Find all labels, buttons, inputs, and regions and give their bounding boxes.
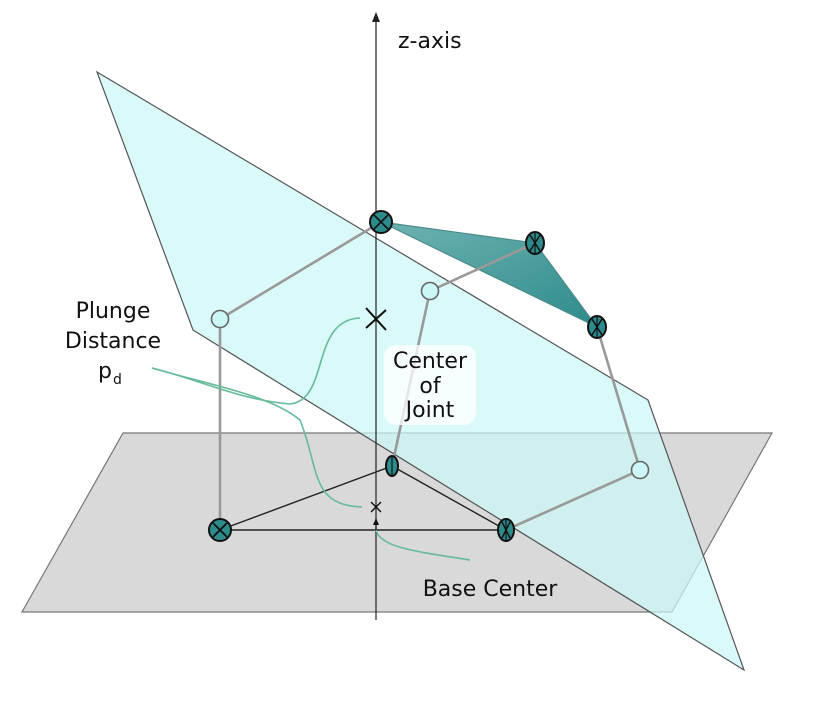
base-center-arrow-icon xyxy=(373,518,379,525)
links xyxy=(218,220,642,532)
joint-base-right xyxy=(497,518,515,542)
open-joint-left xyxy=(210,309,230,329)
center-label-line1: Center xyxy=(393,349,468,374)
plunge-leader-bottom xyxy=(151,367,363,508)
open-joint-middle xyxy=(420,281,440,301)
center-label-line3: Joint xyxy=(404,398,455,423)
base-center-label: Base Center xyxy=(423,577,559,602)
base-center-leader xyxy=(375,529,471,561)
base-triangle xyxy=(219,465,507,531)
open-joint-right xyxy=(630,460,650,480)
center-label-line2: of xyxy=(419,374,441,399)
center-of-joint-marker xyxy=(365,307,387,331)
top-triangle xyxy=(380,221,598,328)
plunge-subscript: d xyxy=(113,372,122,388)
center-of-joint-label: Center of Joint xyxy=(393,349,468,423)
plunge-label-line2: Distance xyxy=(65,329,161,354)
z-axis-label: z-axis xyxy=(398,29,462,54)
plunge-leader-top xyxy=(151,317,361,405)
joint-base-left xyxy=(208,518,232,542)
center-of-joint-label-bg xyxy=(384,345,476,425)
joint-top-right xyxy=(587,315,607,339)
z-axis-arrow-icon xyxy=(372,12,380,22)
joint-top-left xyxy=(369,210,393,234)
plunge-distance-label: Plunge Distance p d xyxy=(65,299,161,388)
joint-top-middle xyxy=(525,231,545,255)
base-center-marker xyxy=(370,501,382,513)
plunge-symbol: p xyxy=(98,359,112,384)
plunge-label-line1: Plunge xyxy=(76,299,151,324)
joint-base-middle xyxy=(385,455,399,477)
